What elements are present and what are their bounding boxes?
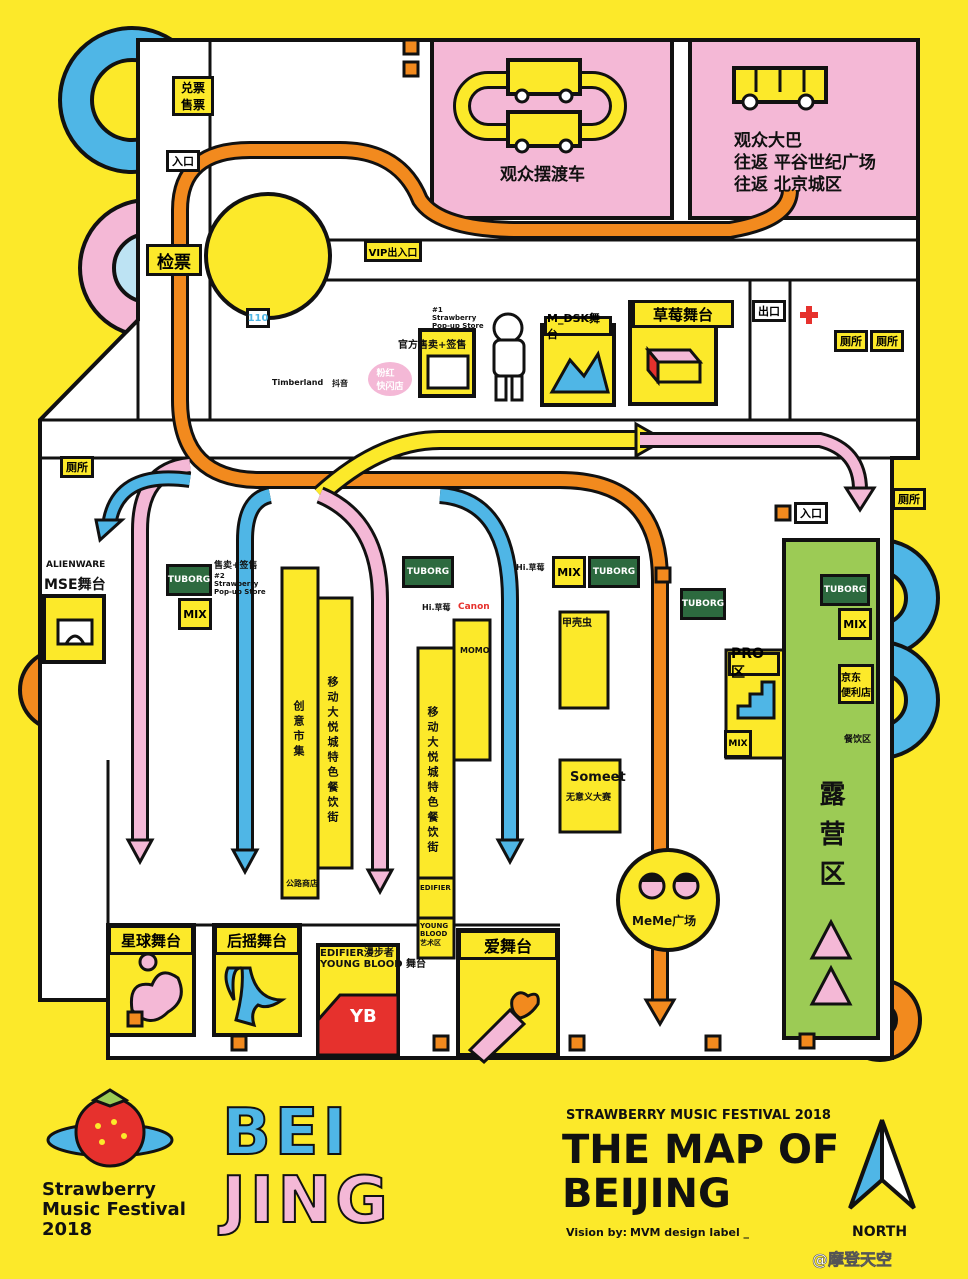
douyin-label: 抖音 (332, 379, 348, 388)
popup-store2-label: #2 Strawberry Pop-up Store (214, 572, 266, 596)
orange-route (171, 141, 799, 1027)
watermark: @摩登天空 (812, 1250, 893, 1270)
jd-store-label: 京东 便利店 (838, 664, 874, 704)
popup-store-label: #1 Strawberry Pop-up Store (432, 306, 484, 330)
planet-stage-label: 星球舞台 (108, 925, 194, 955)
north-arrow (848, 1119, 916, 1210)
shuttle-title: 观众摆渡车 (500, 165, 585, 185)
sale-sign-label: 售卖+签售 (214, 561, 258, 571)
vip-gate-label[interactable]: VIP出入口 (364, 240, 422, 262)
tuborg-4: TUBORG (680, 588, 726, 620)
back-stage-label: 后摇舞台 (214, 925, 300, 955)
pro-zone-label: PRO区 (728, 646, 780, 681)
pro-stairs-glyph (736, 680, 776, 720)
tuborg-5: TUBORG (820, 574, 870, 606)
food-street-2: 移动大悦城特色餐饮街 (426, 706, 439, 856)
big-word-jing: JING (221, 1164, 392, 1238)
entrance-top-label[interactable]: 入口 (166, 150, 200, 172)
decor-squares (126, 38, 816, 1052)
toilet-label-1: 厕所 (834, 330, 868, 352)
bus-route-2: 往返 北京城区 (734, 175, 842, 195)
title-line-2: BEIJING (562, 1171, 731, 1217)
festival-line: STRAWBERRY MUSIC FESTIVAL 2018 (566, 1108, 831, 1123)
official-store-label: 官方售卖+签售 (398, 340, 467, 351)
tent-icons (809, 918, 853, 1006)
pink-blue-routes (94, 432, 877, 896)
planet-glyph (129, 952, 183, 1022)
road-shop-label: 公路商店 (286, 879, 318, 888)
tuborg-3: TUBORG (588, 556, 640, 588)
tuborg-2: TUBORG (402, 556, 454, 588)
someet-label: Someet (570, 770, 626, 785)
mdsk-glyph (549, 350, 610, 394)
club-mix-1: MIX (178, 598, 212, 630)
canon-label: Canon (458, 602, 490, 612)
entrance-plaza (204, 192, 332, 320)
toilet-label-4: 厕所 (892, 488, 926, 510)
big-word-bei: BEI (221, 1096, 351, 1170)
north-label: NORTH (852, 1224, 908, 1240)
bus-zone (688, 38, 920, 220)
meme-label: MeMe广场 (632, 914, 697, 928)
meme-plaza (616, 848, 720, 952)
meme-faces (638, 872, 700, 900)
heart-arrow-glyph (467, 991, 540, 1065)
police-label: 110 (246, 308, 270, 328)
brand-line-3: 2018 (42, 1219, 93, 1240)
first-aid-cross (800, 306, 818, 324)
astronaut-glyph (492, 312, 526, 402)
club-mix-4: MIX (724, 730, 752, 758)
mse-stage-label: MSE舞台 (44, 577, 106, 593)
toilet-label-2: 厕所 (870, 330, 904, 352)
mdsk-stage-label: M_DSK舞台 (544, 312, 612, 341)
young-blood-art-label: YOUNG BLOOD 艺术区 (420, 922, 449, 947)
yb-glyph (316, 993, 400, 1057)
ticket-redeem-label: 兑票 售票 (172, 76, 214, 116)
timberland-label: Timberland (272, 378, 324, 387)
title-line-1: THE MAP OF (562, 1127, 840, 1173)
stalls (280, 566, 786, 960)
food-zone-label: 餐饮区 (844, 735, 872, 745)
brand-line-1: Strawberry (42, 1179, 156, 1200)
love-stage-label: 爱舞台 (458, 930, 558, 960)
designer-label: MVM design label _ (630, 1226, 750, 1239)
toilet-label-3: 厕所 (60, 456, 94, 478)
edifier-stage-label: EDIFIER漫步者 YOUNG BLOOD 舞台 (320, 948, 426, 970)
club-mix-3: MIX (838, 608, 872, 640)
brand-line-2: Music Festival (42, 1199, 186, 1220)
hi-caomei-label-2: Hi.草莓 (422, 603, 451, 612)
check-ticket-label: 检票 (146, 244, 202, 276)
exit-label[interactable]: 出口 (752, 300, 786, 322)
fanhong-store: 粉红 快闪店 (368, 362, 412, 396)
creative-market: 创意市集 (292, 700, 305, 760)
vision-by: Vision by: (566, 1226, 628, 1239)
someet-sub-label: 无意义大赛 (566, 793, 612, 803)
food-street-1: 移动大悦城特色餐饮街 (326, 676, 339, 826)
alienware-label: ALIENWARE (46, 560, 106, 570)
camping-label: 露营区 (815, 780, 845, 900)
mse-arch-glyph (56, 618, 94, 646)
hi-caomei-label-1: Hi.草莓 (516, 563, 545, 572)
jiakechong-label: 甲壳虫 (562, 618, 592, 629)
whale-tail-glyph (224, 966, 287, 1028)
club-mix-2: MIX (552, 556, 586, 588)
bus-route-1: 往返 平谷世纪广场 (734, 153, 876, 173)
strawberry-planet-logo (46, 1088, 174, 1168)
shuttle-loop (453, 58, 627, 154)
strawberry-stage-label: 草莓舞台 (632, 300, 734, 328)
bus-icon (732, 66, 828, 111)
momo-label: MOMO (460, 646, 490, 655)
popup-store-glyph (426, 354, 470, 390)
tuborg-1: TUBORG (166, 564, 212, 596)
yb-label: YB (350, 1006, 377, 1027)
edifier-label: EDIFIER (420, 884, 451, 892)
strawberry-stage-glyph (644, 345, 704, 387)
bus-title: 观众大巴 (734, 131, 802, 151)
entrance-right-label[interactable]: 入口 (794, 502, 828, 524)
